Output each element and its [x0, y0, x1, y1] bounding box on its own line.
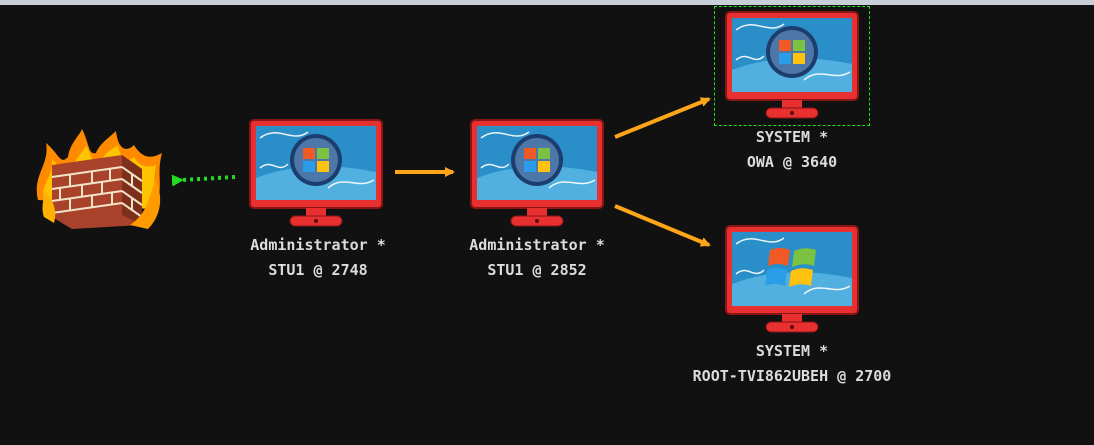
window-top-strip — [0, 0, 1094, 5]
windows-vista-monitor-icon — [470, 119, 604, 227]
session-user-label: Administrator * — [469, 236, 605, 254]
session-host-label: OWA @ 3640 — [746, 153, 838, 171]
pivot-arrow-s2-s3 — [614, 97, 711, 139]
beacon-link-arrow — [171, 174, 236, 187]
session-user-label: SYSTEM * — [755, 342, 829, 360]
session-user-label: SYSTEM * — [755, 128, 829, 146]
windows-vista-monitor-icon — [249, 119, 383, 227]
session-host-label: STU1 @ 2852 — [487, 261, 587, 279]
session-host-label: STU1 @ 2748 — [268, 261, 368, 279]
pivot-arrow-s2-s4 — [614, 204, 711, 247]
firewall-node[interactable] — [30, 125, 170, 239]
firewall-icon — [36, 129, 162, 229]
session-user-label: Administrator * — [250, 236, 386, 254]
windows-vista-monitor-icon — [725, 11, 859, 119]
windows-xp-monitor-icon — [725, 225, 859, 333]
selection-box — [714, 6, 870, 126]
session-host-label: ROOT-TVI862UBEH @ 2700 — [692, 367, 892, 385]
